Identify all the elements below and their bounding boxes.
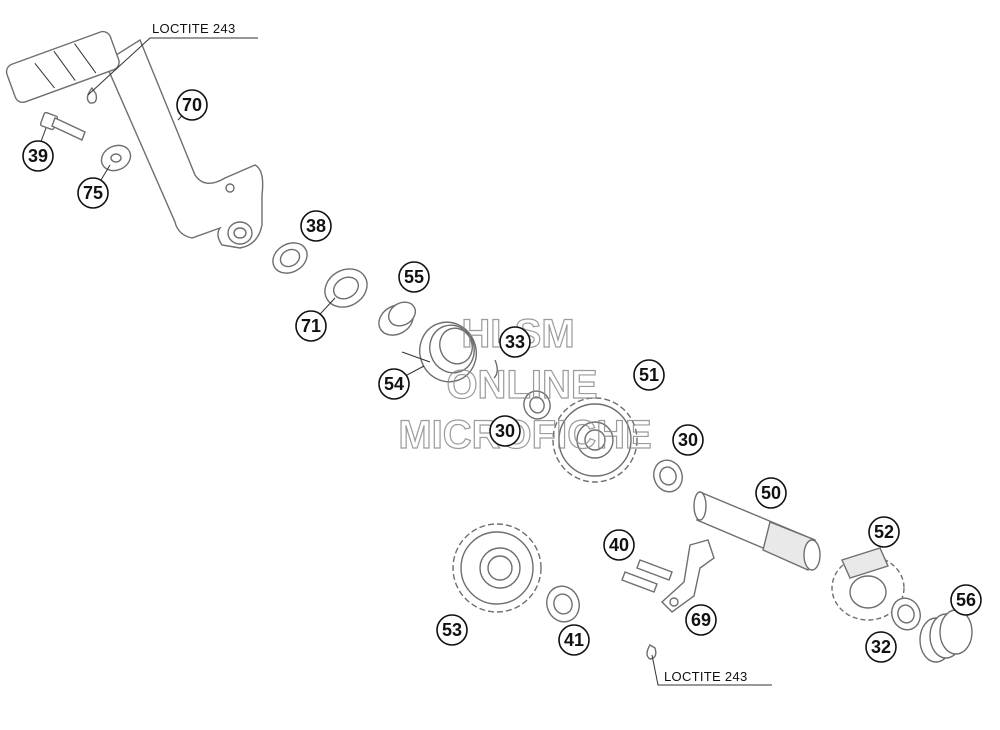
callout-41-label: 41	[564, 630, 584, 650]
callout-39-label: 39	[28, 146, 48, 166]
callout-41: 41	[558, 624, 590, 656]
callout-52: 52	[868, 516, 900, 548]
callout-69-label: 69	[691, 610, 711, 630]
callout-39: 39	[22, 140, 54, 172]
callout-30-upper: 30	[489, 415, 521, 447]
callout-71: 71	[295, 310, 327, 342]
washer-41-part	[546, 585, 580, 623]
callout-50-label: 50	[761, 483, 781, 503]
watermark-line-2: ONLINE	[446, 363, 597, 407]
callout-33: 33	[499, 326, 531, 358]
callout-38: 38	[300, 210, 332, 242]
watermark: HLSM ONLINE MICROFICHE	[398, 311, 653, 457]
callout-50: 50	[755, 477, 787, 509]
callout-33-label: 33	[505, 332, 525, 352]
washer-38-part	[272, 242, 308, 274]
callout-32-label: 32	[871, 637, 891, 657]
bolt-39-part	[39, 86, 98, 141]
callout-70: 70	[176, 89, 208, 121]
bolts-40-part	[621, 559, 673, 660]
washer-30-part	[493, 359, 551, 420]
spring-54-part	[401, 321, 477, 383]
callout-70-label: 70	[182, 95, 202, 115]
callout-30-upper-label: 30	[495, 421, 515, 441]
callout-32: 32	[865, 631, 897, 663]
gear-53-part	[452, 523, 542, 613]
kick-lever-part	[5, 30, 264, 249]
callout-54: 54	[378, 368, 410, 400]
loctite-note-top: LOCTITE 243	[87, 21, 258, 96]
callout-54-label: 54	[384, 374, 404, 394]
callout-51-label: 51	[639, 365, 659, 385]
callout-40-label: 40	[609, 535, 629, 555]
bushing-55-part	[378, 301, 417, 336]
loctite-label-bottom: LOCTITE 243	[664, 669, 748, 684]
spring-56-part	[919, 609, 973, 663]
callout-52-label: 52	[874, 522, 894, 542]
washer-75-part	[100, 144, 132, 172]
washer-30b-part	[653, 459, 683, 493]
washer-32-part	[891, 597, 921, 631]
callout-71-label: 71	[301, 316, 321, 336]
callout-53-label: 53	[442, 620, 462, 640]
callout-69: 69	[685, 604, 717, 636]
callout-55: 55	[398, 261, 430, 293]
callout-55-label: 55	[404, 267, 424, 287]
callout-40: 40	[603, 529, 635, 561]
callout-56: 56	[950, 584, 982, 616]
gear-51-part	[552, 397, 638, 483]
callout-53: 53	[436, 614, 468, 646]
loctite-label-top: LOCTITE 243	[152, 21, 236, 36]
plate-69-part	[660, 539, 715, 613]
shaft-50-part	[693, 490, 821, 571]
callout-75-label: 75	[83, 183, 103, 203]
callout-56-label: 56	[956, 590, 976, 610]
ratchet-52-part	[831, 547, 905, 621]
callout-51: 51	[633, 359, 665, 391]
callout-75: 75	[77, 177, 109, 209]
callout-30-right: 30	[672, 424, 704, 456]
callout-30-right-label: 30	[678, 430, 698, 450]
watermark-line-3: MICROFICHE	[398, 413, 651, 457]
seal-71-part	[324, 268, 368, 308]
loctite-note-bottom: LOCTITE 243	[651, 654, 772, 686]
callout-38-label: 38	[306, 216, 326, 236]
